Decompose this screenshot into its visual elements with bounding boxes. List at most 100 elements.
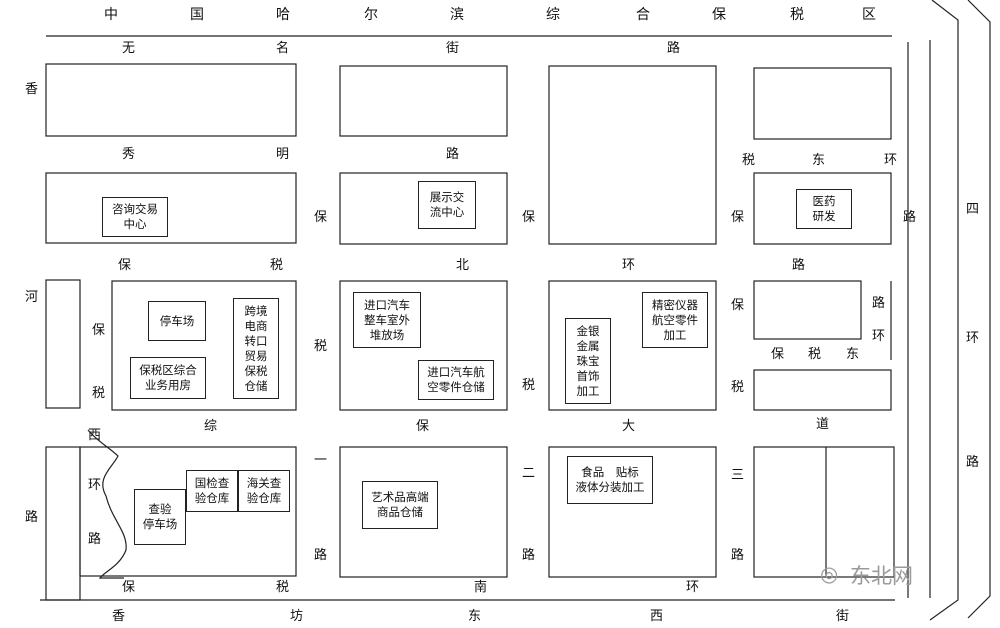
road-label: 税 [314,339,328,354]
road-label: 东 [846,347,860,362]
road-label: 路 [522,548,536,563]
road-edge-east-outer-2 [967,0,991,619]
block-d3 [753,280,862,340]
block-d2 [753,172,892,245]
road-label: 路 [88,532,102,547]
zone-title-char: 哈 [276,7,290,23]
road-label: 西 [650,609,664,624]
road-label: 环 [872,329,886,344]
road-label: 路 [903,210,917,225]
zone-title-char: 保 [712,7,726,23]
block-c1 [548,65,717,245]
facility-medical-rd: 医药 研发 [796,189,852,229]
facility-food-processing: 食品 贴标 液体分装加工 [567,456,653,504]
road-label: 保 [122,580,136,595]
facility-bonded-office: 保税区综合 业务用房 [130,357,206,399]
road-label: 一 [314,453,328,468]
road-label: 税 [522,378,536,393]
block-d4 [753,369,892,411]
zone-title-char: 合 [636,7,650,23]
facility-precision-processing: 精密仪器 航空零件 加工 [642,292,708,348]
road-label: 税 [742,153,756,168]
road-label: 路 [446,147,460,162]
block-b2 [339,172,508,245]
facility-import-car-warehouse: 进口汽车航 空零件仓储 [418,360,494,400]
zone-title-char: 区 [862,7,876,23]
zone-title-char: 税 [790,7,804,23]
road-label: 保 [118,258,132,273]
facility-ciq-warehouse: 国检查 验仓库 [186,470,238,512]
west-loop-road-curve [87,429,127,579]
road-label: 道 [816,417,830,432]
road-label: 保 [771,347,785,362]
road-label: 保 [731,298,745,313]
road-label: 街 [836,609,850,624]
road-label: 路 [667,41,681,56]
facility-jewelry-processing: 金银 金属 珠宝 首饰 加工 [565,318,611,404]
road-label: 保 [522,210,536,225]
block-a3-strip [45,279,81,409]
facility-art-warehouse: 艺术品高端 商品仓储 [362,481,438,529]
facility-ecommerce-warehouse: 跨境 电商 转口 贸易 保税 仓储 [233,298,279,399]
block-a3 [111,280,297,411]
block-a4 [79,446,297,577]
block-b1 [339,65,508,137]
block-c4 [548,446,717,578]
road-label: 东 [468,609,482,624]
facility-consult-center: 咨询交易 中心 [102,197,168,237]
road-label: 西 [88,428,102,443]
road-label: 保 [314,210,328,225]
zone-title-char: 滨 [450,7,464,23]
road-label: 河 [25,290,39,305]
road-label: 街 [446,41,460,56]
road-label: 四 [966,202,980,217]
road-label: 东 [812,153,826,168]
facility-import-car-yard: 进口汽车 整车室外 堆放场 [353,292,421,348]
road-label: 坊 [290,609,304,624]
road-label: 路 [314,548,328,563]
road-label: 路 [731,548,745,563]
road-label: 税 [270,258,284,273]
block-d1 [753,67,892,140]
road-label: 南 [474,580,488,595]
watermark: 东北网 [850,564,913,588]
road-label: 环 [966,331,980,346]
road-label: 明 [276,147,290,162]
road-label: 综 [204,419,218,434]
block-d5 [753,446,895,578]
road-label: 二 [522,466,536,481]
road-label: 路 [872,296,886,311]
road-label: 环 [622,258,636,273]
road-label: 税 [731,380,745,395]
road-label: 保 [416,419,430,434]
zone-title-char: 中 [104,7,118,23]
facility-inspection-parking: 查验 停车场 [134,489,186,545]
road-label: 北 [456,258,470,273]
road-label: 保 [731,210,745,225]
road-label: 环 [88,478,102,493]
zone-title-char: 综 [546,7,560,23]
block-a2 [45,172,297,244]
road-label: 无 [122,41,136,56]
block-b4 [339,446,508,578]
road-label: 环 [884,153,898,168]
road-label: 保 [92,323,106,338]
block-b3 [339,280,508,411]
block-a1 [45,63,297,137]
watermark-logo-icon: ◎ [820,562,839,586]
road-label: 秀 [122,147,136,162]
road-edge-east-outer [929,0,959,621]
road-label: 税 [92,386,106,401]
road-label: 环 [686,580,700,595]
road-label: 三 [731,468,745,483]
road-label: 路 [25,510,39,525]
block-c3 [548,280,717,411]
block-a4-strip [45,446,81,601]
facility-parking: 停车场 [148,301,206,341]
zone-title-char: 国 [190,7,204,23]
zone-title-char: 尔 [364,7,378,23]
road-label: 香 [25,82,39,97]
facility-exhibition-center: 展示交 流中心 [418,181,476,229]
road-label: 香 [112,609,126,624]
